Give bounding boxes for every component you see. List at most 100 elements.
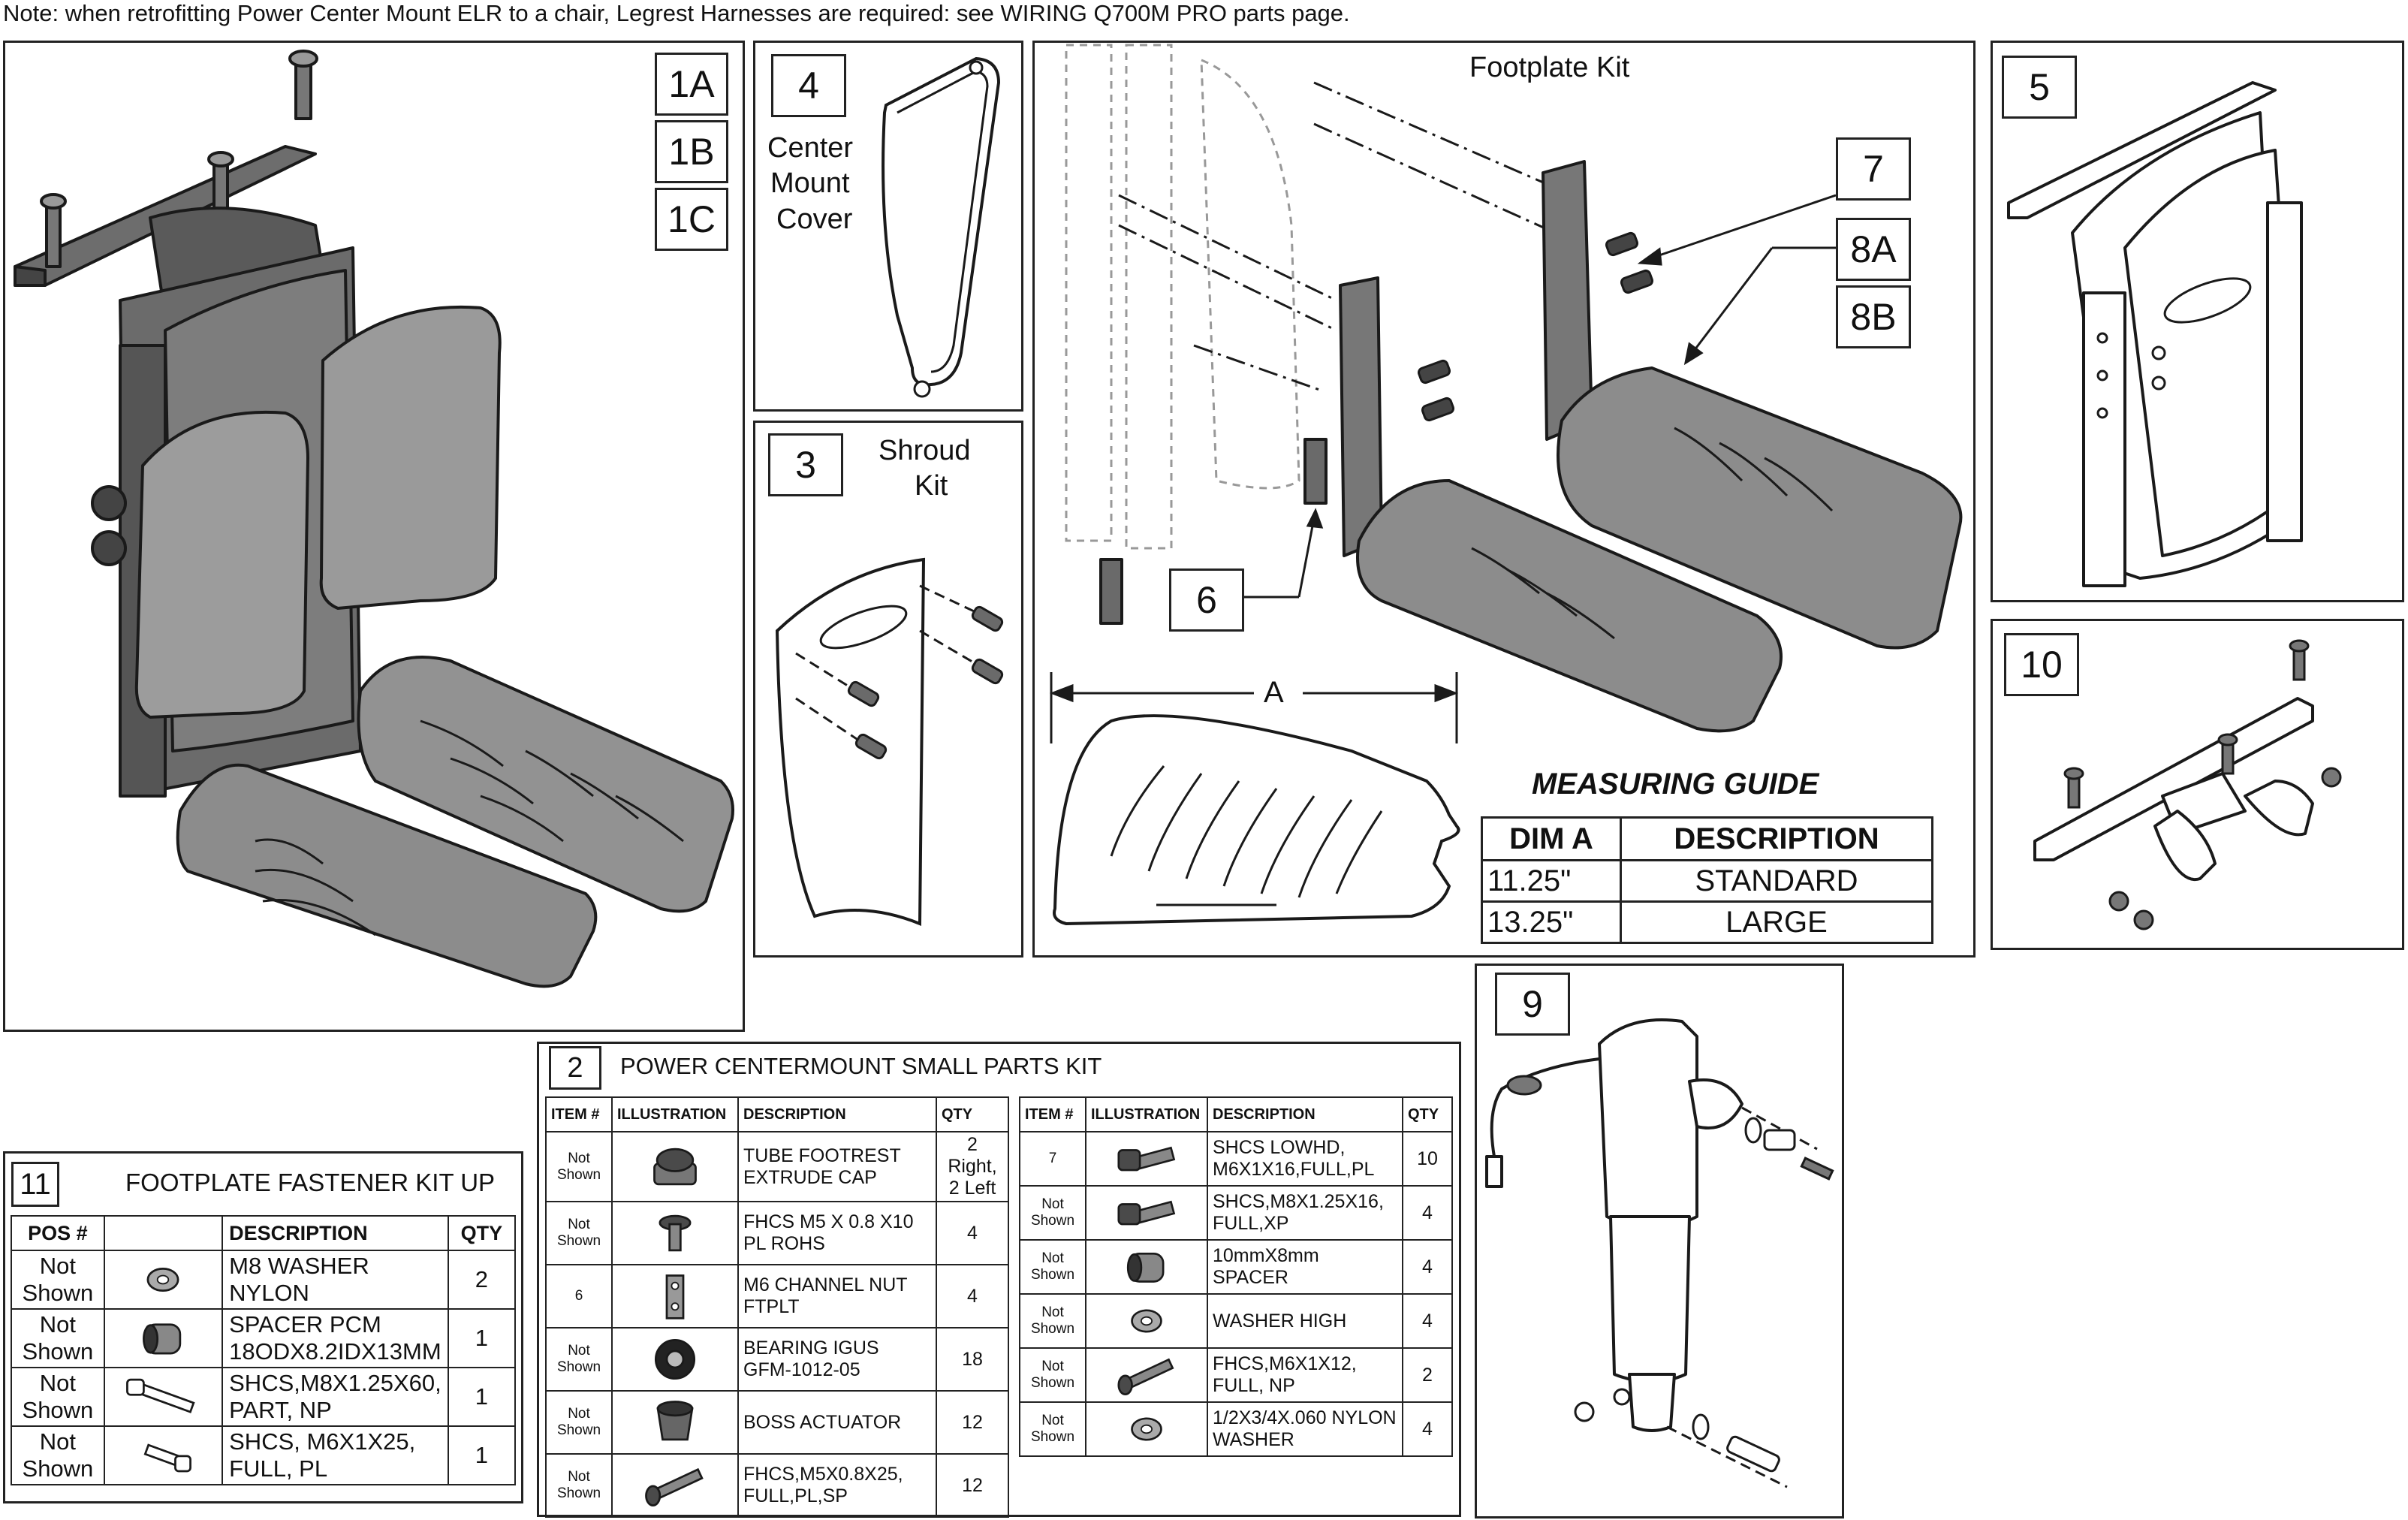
right-part-item-3: Not Shown (1019, 1293, 1086, 1349)
callout-6: 6 (1169, 568, 1244, 632)
center-mount-cover-label-1: Center (767, 132, 854, 164)
shroud-kit-label-1: Shroud (879, 435, 971, 466)
left-part-illustration-0 (611, 1131, 739, 1202)
fastener-header-illustration (103, 1215, 224, 1251)
small-parts-table-left: ITEM # ILLUSTRATION DESCRIPTION QTY Not … (545, 1096, 1009, 1518)
right-part-qty-3: 4 (1402, 1293, 1453, 1349)
left-part-qty-0: 2 Right, 2 Left (936, 1131, 1009, 1202)
fastener-description-0: M8 WASHER NYLON (222, 1250, 449, 1310)
left-part-item-3: Not Shown (545, 1327, 613, 1392)
right-part-description-3: WASHER HIGH (1207, 1293, 1403, 1349)
left-part-illustration-2 (611, 1264, 739, 1328)
right-part-illustration-1 (1085, 1185, 1208, 1241)
measuring-desc-1: STANDARD (1620, 859, 1933, 903)
panel-main-assembly (3, 41, 745, 1032)
right-header-item: ITEM # (1019, 1096, 1086, 1132)
flat-head-screw-icon (659, 1214, 692, 1252)
fastener-qty-1: 1 (447, 1308, 517, 1368)
callout-8a: 8A (1836, 218, 1911, 281)
right-part-description-1: SHCS,M8X1.25X16, FULL,XP (1207, 1185, 1403, 1241)
callout-1b: 1B (655, 120, 728, 183)
left-part-qty-2: 4 (936, 1264, 1009, 1328)
right-header-illustration: ILLUSTRATION (1085, 1096, 1208, 1132)
panel-5 (1991, 41, 2404, 602)
measuring-guide-table: DIM A DESCRIPTION 11.25" STANDARD 13.25"… (1481, 816, 1933, 944)
right-part-description-0: SHCS LOWHD, M6X1X16,FULL,PL (1207, 1131, 1403, 1187)
callout-11: 11 (11, 1162, 59, 1207)
right-header-qty: QTY (1402, 1096, 1453, 1132)
spacer-icon (1126, 1252, 1165, 1283)
right-part-description-2: 10mmX8mm SPACER (1207, 1239, 1403, 1295)
callout-1a: 1A (655, 53, 728, 116)
fastener-qty-2: 1 (447, 1367, 517, 1427)
left-header-illustration: ILLUSTRATION (611, 1096, 739, 1132)
callout-1c: 1C (655, 188, 728, 251)
socket-screw-icon (1117, 1200, 1176, 1226)
washer-icon (146, 1268, 179, 1292)
dim-a-label: A (1264, 676, 1284, 709)
left-part-item-1: Not Shown (545, 1201, 613, 1265)
left-header-item: ITEM # (545, 1096, 613, 1132)
fastener-pos-2: Not Shown (11, 1367, 105, 1427)
fastener-kit-title: FOOTPLATE FASTENER KIT UP (125, 1169, 496, 1196)
left-part-illustration-4 (611, 1390, 739, 1455)
fastener-pos-3: Not Shown (11, 1425, 105, 1485)
callout-10: 10 (2004, 633, 2079, 696)
measuring-dim-2: 13.25" (1481, 900, 1622, 944)
callout-7: 7 (1836, 137, 1911, 201)
washer-icon (1131, 1417, 1162, 1441)
long-screw-icon (1117, 1358, 1174, 1396)
left-header-description: DESCRIPTION (737, 1096, 937, 1132)
fastener-pos-0: Not Shown (11, 1250, 105, 1310)
left-part-qty-4: 12 (936, 1390, 1009, 1455)
measuring-header-desc: DESCRIPTION (1620, 816, 1933, 861)
callout-4: 4 (771, 54, 846, 117)
left-part-description-2: M6 CHANNEL NUT FTPLT (737, 1264, 937, 1328)
retrofit-note: Note: when retrofitting Power Center Mou… (3, 0, 1350, 26)
fastener-description-1: SPACER PCM 18ODX8.2IDX13MM (222, 1308, 449, 1368)
socket-screw-icon (1117, 1146, 1176, 1172)
fastener-header-qty: QTY (447, 1215, 517, 1251)
left-part-qty-3: 18 (936, 1327, 1009, 1392)
left-part-description-0: TUBE FOOTREST EXTRUDE CAP (737, 1131, 937, 1202)
long-screw-icon (645, 1467, 704, 1506)
right-part-qty-5: 4 (1402, 1401, 1453, 1457)
right-part-qty-0: 10 (1402, 1131, 1453, 1187)
left-part-illustration-3 (611, 1327, 739, 1392)
measuring-dim-1: 11.25" (1481, 859, 1622, 903)
right-part-item-4: Not Shown (1019, 1347, 1086, 1403)
measuring-header-dim: DIM A (1481, 816, 1622, 861)
short-bolt-icon (144, 1443, 192, 1473)
right-part-qty-4: 2 (1402, 1347, 1453, 1403)
right-part-illustration-0 (1085, 1131, 1208, 1187)
left-part-description-5: FHCS,M5X0.8X25, FULL,PL,SP (737, 1453, 937, 1518)
right-part-item-2: Not Shown (1019, 1239, 1086, 1295)
left-header-qty: QTY (936, 1096, 1009, 1132)
left-part-item-2: 6 (545, 1264, 613, 1328)
fastener-qty-0: 2 (447, 1250, 517, 1310)
right-part-item-5: Not Shown (1019, 1401, 1086, 1457)
right-part-illustration-4 (1085, 1347, 1208, 1403)
footrest-cap-icon (653, 1148, 697, 1185)
fastener-description-2: SHCS,M8X1.25X60, PART, NP (222, 1367, 449, 1427)
fastener-illustration-1 (103, 1308, 224, 1368)
measuring-desc-2: LARGE (1620, 900, 1933, 944)
fastener-illustration-0 (103, 1250, 224, 1310)
panel-9 (1475, 964, 1844, 1518)
bearing-icon (654, 1338, 696, 1380)
left-part-illustration-5 (611, 1453, 739, 1518)
shroud-kit-label-2: Kit (915, 470, 948, 502)
footplate-kit-title: Footplate Kit (1469, 52, 1630, 83)
